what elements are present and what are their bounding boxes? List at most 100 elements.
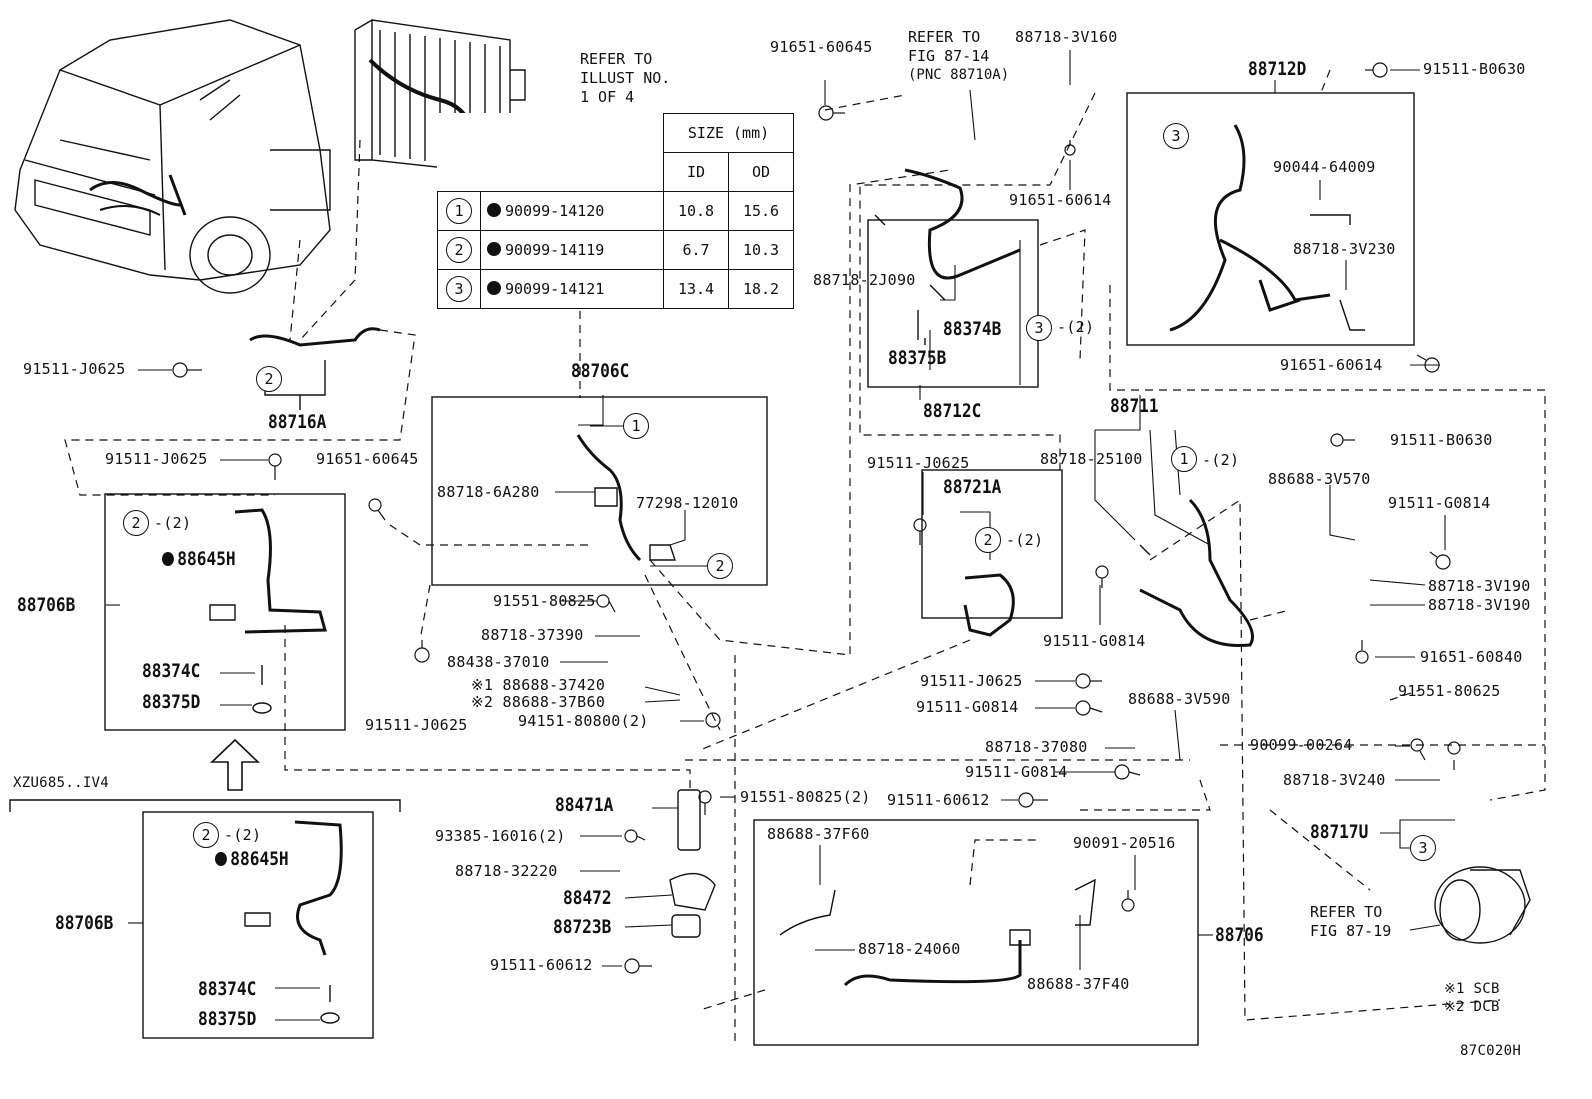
refer-fig-87-19-note: REFER TO FIG 87-19	[1310, 903, 1392, 940]
part-label: 91511-J0625	[105, 450, 208, 468]
bullet-dot-icon	[487, 203, 501, 217]
part-label: 88688-37F60	[767, 825, 870, 843]
circled-callout: 3	[1026, 315, 1052, 341]
part-label: 88712D	[1248, 58, 1307, 80]
circled-callout: 3	[1163, 123, 1189, 149]
part-label: 91511-J0625	[920, 672, 1023, 690]
od-value: 10.3	[728, 230, 794, 270]
part-label: 90044-64009	[1273, 158, 1376, 176]
table-row: 3 90099-14121 13.4 18.2	[437, 269, 794, 309]
circled-number: 3	[446, 276, 472, 302]
part-label: 88718-32220	[455, 862, 558, 880]
part-label: 88706B	[17, 594, 76, 616]
part-label: 88688-37F40	[1027, 975, 1130, 993]
qty-suffix: -(2)	[1202, 451, 1240, 469]
part-label: 88718-6A280	[437, 483, 540, 501]
part-label: 88716A	[268, 411, 327, 433]
note-label: ※1 SCB	[1444, 981, 1500, 997]
part-label: 91651-60614	[1009, 191, 1112, 209]
part-label: 91651-60840	[1420, 648, 1523, 666]
note-label: ※2 DCB	[1444, 999, 1500, 1015]
part-label: 91511-G0814	[916, 698, 1019, 716]
part-number: 90099-14121	[505, 280, 605, 298]
part-label: 88375D	[142, 691, 201, 713]
circled-callout: 2	[707, 553, 733, 579]
part-label: 91651-60645	[770, 38, 873, 56]
id-value: 10.8	[663, 191, 729, 231]
part-label: ※2 88688-37B60	[471, 693, 606, 711]
refer-illust-note: REFER TO ILLUST NO. 1 OF 4	[580, 50, 671, 106]
circled-callout: 2	[256, 366, 282, 392]
part-label: 91511-B0630	[1390, 431, 1493, 449]
qty-suffix: -(2)	[154, 514, 192, 532]
part-label: 88374C	[142, 660, 201, 682]
part-label: 91511-J0625	[365, 716, 468, 734]
circled-callout: 2	[193, 822, 219, 848]
part-label: 91551-80825(2)	[740, 788, 871, 806]
part-label: 91551-80825	[493, 592, 596, 610]
part-label: 91511-60612	[887, 791, 990, 809]
part-label-with-dot: 88645H	[215, 850, 289, 869]
hose-size-table: SIZE (mm) ID OD 1 90099-14120 10.8 15.6 …	[437, 113, 794, 309]
circled-number: 2	[446, 237, 472, 263]
part-label: 91651-60645	[316, 450, 419, 468]
part-label: 88718-37080	[985, 738, 1088, 756]
box-88706b-bottom	[142, 811, 374, 1039]
part-label: 88706B	[55, 912, 114, 934]
od-value: 15.6	[728, 191, 794, 231]
part-label: 88688-3V590	[1128, 690, 1231, 708]
bullet-dot-icon	[162, 552, 174, 566]
part-number: 90099-14120	[505, 202, 605, 220]
box-88706c	[431, 396, 768, 586]
part-label: 88374B	[943, 318, 1002, 340]
truck-cab-illustration	[14, 19, 331, 294]
part-label: 91511-60612	[490, 956, 593, 974]
circled-callout: 1	[1171, 446, 1197, 472]
part-label: 88471A	[555, 794, 614, 816]
part-label: 88706C	[571, 360, 630, 382]
part-label: 94151-80800(2)	[518, 712, 649, 730]
refer-fig-87-14-note: REFER TO FIG 87-14 (PNC 88710A)	[908, 28, 1010, 83]
part-label: 91511-G0814	[1388, 494, 1491, 512]
part-label: 88718-2J090	[813, 271, 916, 289]
part-label: 88718-3V190	[1428, 596, 1531, 614]
part-label: 88375B	[888, 347, 947, 369]
part-label: 91511-J0625	[23, 360, 126, 378]
part-label: 88718-37390	[481, 626, 584, 644]
circled-callout: 3	[1410, 835, 1436, 861]
part-label: 91511-G0814	[1043, 632, 1146, 650]
bullet-dot-icon	[215, 852, 227, 866]
model-code-label: XZU685..IV4	[13, 775, 110, 791]
part-label: 88721A	[943, 476, 1002, 498]
part-label: 88375D	[198, 1008, 257, 1030]
col-id-header: ID	[663, 152, 729, 192]
part-number: 90099-14119	[505, 241, 605, 259]
id-value: 13.4	[663, 269, 729, 309]
part-label-with-dot: 88645H	[162, 550, 236, 569]
part-label: 88717U	[1310, 821, 1369, 843]
bullet-dot-icon	[487, 242, 501, 256]
part-label: 88718-3V190	[1428, 577, 1531, 595]
qty-suffix: -(2)	[1057, 318, 1095, 336]
part-label: 91511-J0625	[867, 454, 970, 472]
bullet-dot-icon	[487, 281, 501, 295]
part-label: 93385-16016(2)	[435, 827, 566, 845]
part-label: ※1 88688-37420	[471, 676, 606, 694]
part-label: 90091-20516	[1073, 834, 1176, 852]
part-label: 88723B	[553, 916, 612, 938]
part-label: 91511-G0814	[965, 763, 1068, 781]
box-88706b-top	[104, 493, 346, 731]
part-label: 88718-25100	[1040, 450, 1143, 468]
id-value: 6.7	[663, 230, 729, 270]
part-label: 77298-12010	[636, 494, 739, 512]
od-value: 18.2	[728, 269, 794, 309]
part-label: 90099-00264	[1250, 736, 1353, 754]
part-label: 88718-3V230	[1293, 240, 1396, 258]
part-label: 91651-60614	[1280, 356, 1383, 374]
part-label: 88438-37010	[447, 653, 550, 671]
figure-code: 87C020H	[1460, 1043, 1522, 1059]
col-od-header: OD	[728, 152, 794, 192]
part-label: 88472	[563, 887, 612, 909]
circled-callout: 2	[975, 527, 1001, 553]
